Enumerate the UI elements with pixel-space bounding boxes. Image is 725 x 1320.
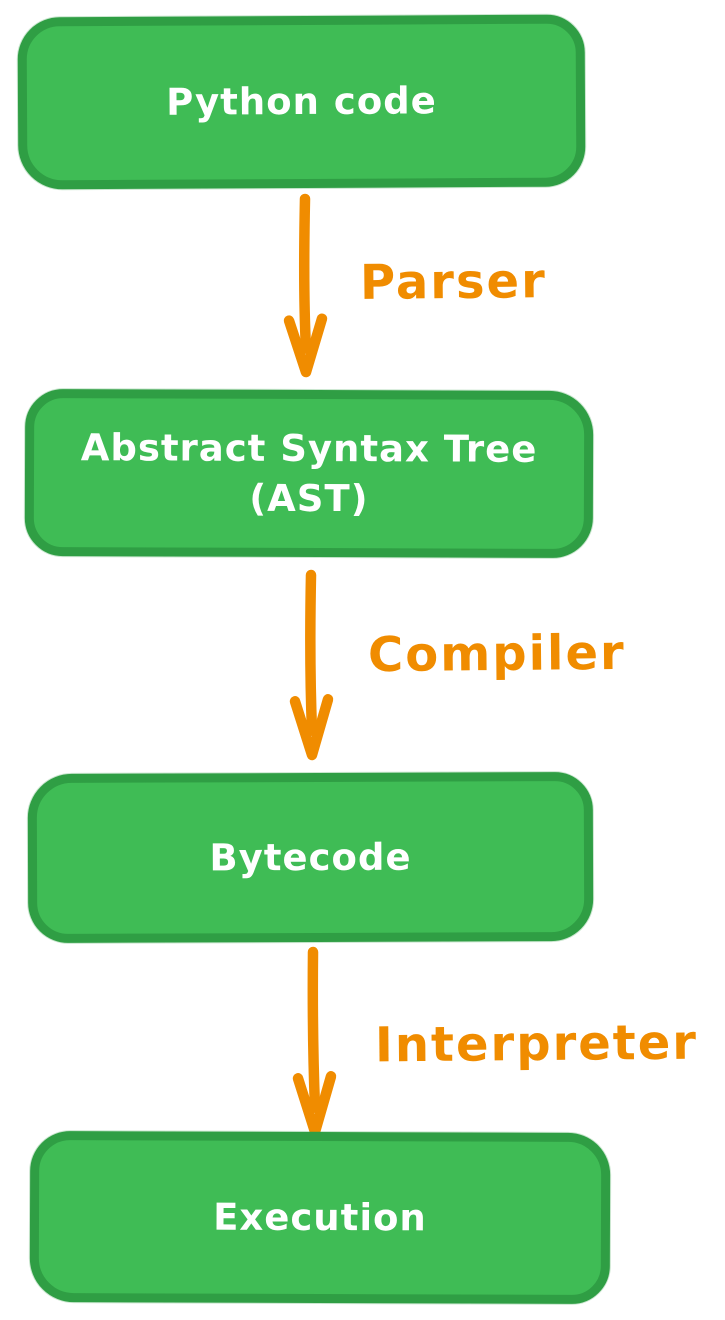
edge-label-interpreter: Interpreter bbox=[374, 1014, 699, 1074]
edge-label-compiler: Compiler bbox=[367, 624, 626, 684]
parser-arrow-down-icon bbox=[283, 193, 328, 378]
edge-label-parser: Parser bbox=[359, 253, 547, 311]
node-ast-label-line2: (AST) bbox=[249, 476, 369, 520]
node-ast: Abstract Syntax Tree (AST) bbox=[24, 389, 594, 558]
node-execution-label: Execution bbox=[213, 1195, 427, 1239]
node-bytecode: Bytecode bbox=[27, 772, 594, 943]
interpreter-arrow-down-icon bbox=[292, 946, 337, 1138]
node-execution: Execution bbox=[29, 1130, 611, 1305]
node-python-code: Python code bbox=[17, 14, 586, 190]
node-python-code-label: Python code bbox=[166, 79, 437, 124]
node-bytecode-label: Bytecode bbox=[209, 835, 412, 879]
node-ast-label-line1: Abstract Syntax Tree bbox=[80, 425, 538, 471]
compiler-arrow-down-icon bbox=[289, 569, 334, 761]
